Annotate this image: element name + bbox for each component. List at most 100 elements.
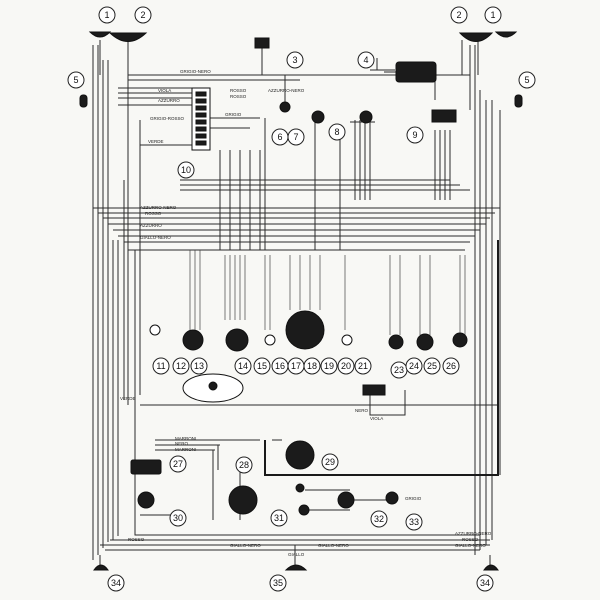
callout-circle [190, 357, 208, 375]
callout-number: 3 [292, 55, 297, 65]
label-azzurro-2: AZZURRO [140, 223, 162, 228]
callout-number: 24 [409, 361, 419, 371]
connector-27-icon [130, 459, 162, 475]
callout-number: 15 [257, 361, 267, 371]
callout-18: 18 [303, 357, 321, 375]
label-marroni: MARRONI [175, 436, 196, 441]
callout-number: 5 [73, 75, 78, 85]
ignition-coil-icon [431, 109, 457, 123]
callout-circle [321, 453, 339, 471]
label-azzurro-nero-3: AZZURRO-NERO [455, 531, 492, 536]
callout-4: 4 [357, 51, 375, 69]
callout-27: 27 [169, 455, 187, 473]
callout-circle [442, 357, 460, 375]
callout-number: 20 [341, 361, 351, 371]
label-grigio-rosso-1: GRIGIO-ROSSO [150, 116, 185, 121]
callout-circle [357, 51, 375, 69]
label-rosso-2: ROSSO [230, 94, 247, 99]
callout-number: 31 [274, 513, 284, 523]
label-nero-2: NERO [175, 441, 189, 446]
callout-circle [337, 357, 355, 375]
callout-number: 29 [325, 457, 335, 467]
callout-number: 30 [173, 513, 183, 523]
callout-29: 29 [321, 453, 339, 471]
callout-1a: 1 [98, 6, 116, 24]
horn-button-icon [208, 381, 218, 391]
callout-number: 4 [363, 55, 368, 65]
headlamp-right-icon [494, 31, 518, 38]
lamp-30-icon [137, 491, 155, 509]
label-grigio-nero-top: GRIGIO-NERO [180, 69, 211, 74]
callout-number: 34 [480, 578, 490, 588]
switch-25-icon [416, 333, 434, 351]
callout-10: 10 [177, 161, 195, 179]
label-marroni-2: MARRONI [175, 447, 196, 452]
voltage-regulator-icon [395, 61, 437, 83]
label-rosso-4: ROSSO [462, 537, 479, 542]
callout-17: 17 [287, 357, 305, 375]
callout-14: 14 [234, 357, 252, 375]
callout-circle [328, 123, 346, 141]
callout-circle [235, 456, 253, 474]
label-azzurro-1: AZZURRO [158, 98, 180, 103]
flasher-unit-icon [362, 384, 386, 396]
callout-circle [484, 6, 502, 24]
callout-circle [320, 357, 338, 375]
callout-number: 5 [524, 75, 529, 85]
callout-number: 16 [275, 361, 285, 371]
callout-number: 33 [409, 517, 419, 527]
callout-number: 9 [412, 130, 417, 140]
side-indicator-right-icon [514, 94, 523, 108]
callout-circle [370, 510, 388, 528]
label-giallo-bottom: GIALLO [288, 552, 305, 557]
label-verde-2: VERDE [120, 396, 136, 401]
callout-circle [67, 71, 85, 89]
temp-sender-icon [359, 110, 373, 124]
callout-circle [286, 51, 304, 69]
label-nero-1: NERO [355, 408, 369, 413]
callout-number: 27 [173, 459, 183, 469]
switch-31b-icon [295, 483, 305, 493]
callout-circle [287, 128, 305, 146]
lamp-33-icon [385, 491, 399, 505]
callout-5b: 5 [518, 71, 536, 89]
label-rosso-1: ROSSO [230, 88, 247, 93]
label-giallo-nero-3: GIALLO-NERO [230, 543, 261, 548]
switch-31-icon [298, 504, 310, 516]
label-verde-1: VERDE [148, 139, 164, 144]
lamp-21-icon [341, 334, 353, 346]
plate-lamp-icon [284, 564, 308, 571]
callout-circle [423, 357, 441, 375]
label-viola-1: VIOLA [158, 88, 171, 93]
callout-15: 15 [253, 357, 271, 375]
label-giallo-nero-4: GIALLO-NERO [318, 543, 349, 548]
callout-number: 12 [176, 361, 186, 371]
headlamp-left-icon [88, 31, 112, 38]
callout-number: 25 [427, 361, 437, 371]
callout-number: 8 [334, 127, 339, 137]
wire-labels: GRIGIO-NERO ROSSO VIOLA ROSSO AZZURRO AZ… [120, 69, 492, 557]
label-grigio-1: GRIGIO [225, 112, 242, 117]
label-grigio-2: GRIGIO [405, 496, 422, 501]
callout-34b: 34 [476, 574, 494, 592]
callout-9: 9 [406, 126, 424, 144]
fuse-slots [195, 91, 207, 146]
callout-circle [107, 574, 125, 592]
callout-2b: 2 [450, 6, 468, 24]
label-rosso-5: ROSSO [128, 537, 145, 542]
oil-sender-icon [254, 37, 270, 49]
callout-number: 13 [194, 361, 204, 371]
callout-circle [406, 126, 424, 144]
callout-30: 30 [169, 509, 187, 527]
callout-number: 19 [324, 361, 334, 371]
callout-16: 16 [271, 357, 289, 375]
callout-34a: 34 [107, 574, 125, 592]
callout-28: 28 [235, 456, 253, 474]
callout-24: 24 [405, 357, 423, 375]
callout-circle [476, 574, 494, 592]
callout-11: 11 [152, 357, 170, 375]
callout-3: 3 [286, 51, 304, 69]
callout-21: 21 [354, 357, 372, 375]
